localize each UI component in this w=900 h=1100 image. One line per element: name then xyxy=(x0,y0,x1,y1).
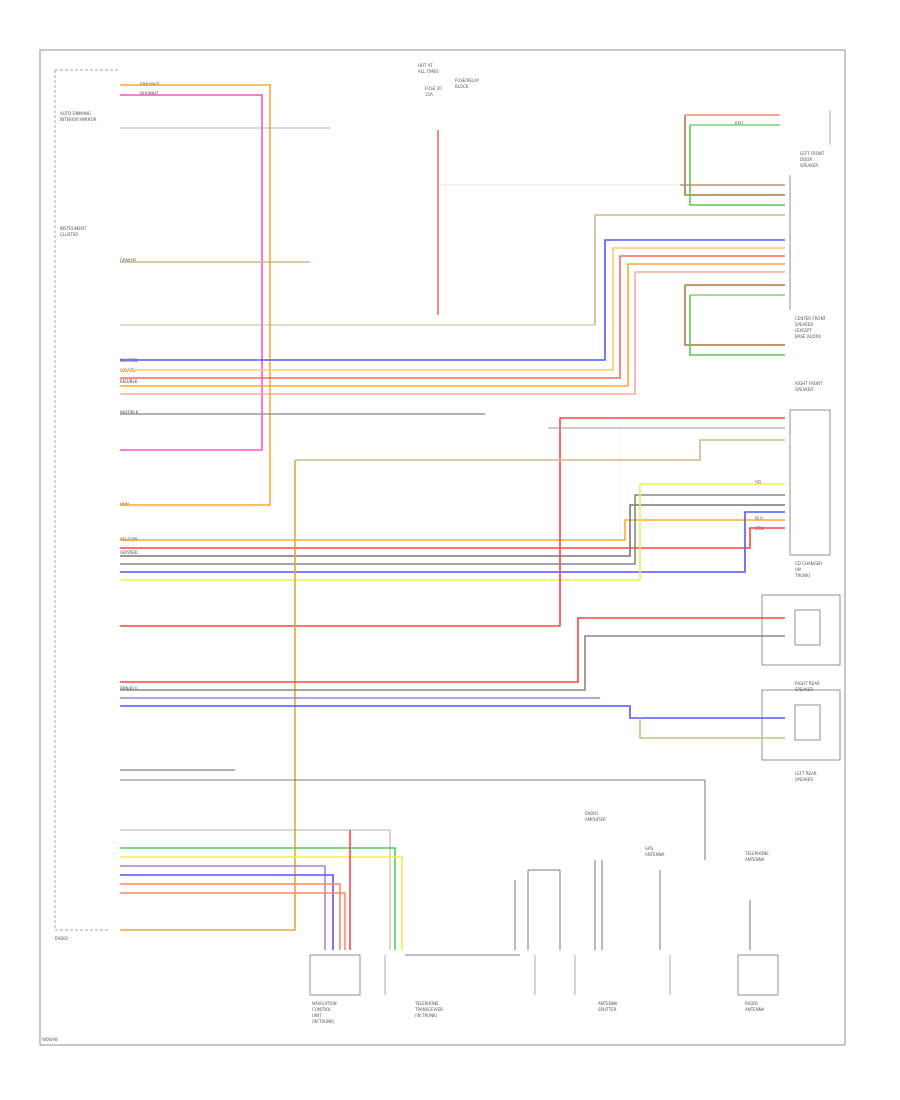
cd-changer-box xyxy=(789,409,831,556)
wire-label: BRN/BLU xyxy=(120,686,138,691)
wire-label: WHT/BLK xyxy=(120,410,139,415)
wire-label: GRN/YEL xyxy=(120,258,138,263)
right-rear-speaker-label: RIGHT REAR SPEAKER xyxy=(795,681,821,692)
wire-label: GRY/RED xyxy=(120,550,138,555)
left-rear-speaker-symbol xyxy=(794,704,821,741)
hot-at-all-times-label: HOT AT ALL TIMES xyxy=(418,63,439,74)
telephone-antenna-label: TELEPHONE ANTENNA xyxy=(744,851,770,862)
navigation-control-label: NAVIGATION CONTROL UNIT (IN TRUNK) xyxy=(312,1001,338,1024)
cd-changer-label: CD CHANGER (IN TRUNK) xyxy=(794,561,823,578)
left-rear-speaker-label: LEFT REAR SPEAKER xyxy=(795,771,818,782)
navigation-control-box xyxy=(309,954,361,996)
instrument-cluster-outline xyxy=(54,69,120,931)
radio-antenna-label: RADIO ANTENNA xyxy=(745,1001,765,1012)
telephone-transceiver-label: TELEPHONE TRANSCEIVER (IN TRUNK) xyxy=(414,1001,444,1018)
center-front-speaker-label: CENTER FRONT SPEAKER (EXCEPT BASE AUDIO) xyxy=(795,316,827,339)
right-rear-speaker-symbol xyxy=(794,609,821,646)
instrument-cluster-label: INSTRUMENT CLUSTER xyxy=(60,226,88,237)
wire-label: RED/BLK xyxy=(120,379,138,384)
antenna-splitter-label: ANTENNA SPLITTER xyxy=(598,1001,619,1012)
radio-label: RADIO xyxy=(55,936,68,941)
wire-label: BLK/WHT xyxy=(140,91,159,96)
wire-group xyxy=(120,84,785,956)
radio-amplifier-label: RADIO AMPLIFIER xyxy=(585,811,606,822)
auto-dim-mirror-label: AUTO DIMMING INTERIOR MIRROR xyxy=(60,111,97,122)
right-rear-speaker-box xyxy=(761,594,841,666)
right-front-speaker-label: RIGHT FRONT SPEAKER xyxy=(795,381,824,392)
gps-antenna-label: GPS ANTENNA xyxy=(645,846,665,857)
radio-antenna-box xyxy=(737,954,779,996)
wire-label: YEL xyxy=(754,480,763,485)
telephone-transceiver-box xyxy=(384,955,536,995)
fuse-ref-label: FUSE 20 15A xyxy=(425,86,443,97)
footer-code: W06/98 xyxy=(42,1037,58,1042)
wire-label: RED xyxy=(735,121,743,126)
wire-label: BLU xyxy=(755,516,763,521)
fuse-block-label: FUSE/RELAY BLOCK xyxy=(455,78,480,89)
diagram-frame xyxy=(39,49,846,1046)
left-front-speaker-label: LEFT FRONT DOOR SPEAKER xyxy=(800,151,826,168)
left-rear-speaker-box xyxy=(761,689,841,761)
antenna-splitter-box xyxy=(574,955,671,995)
